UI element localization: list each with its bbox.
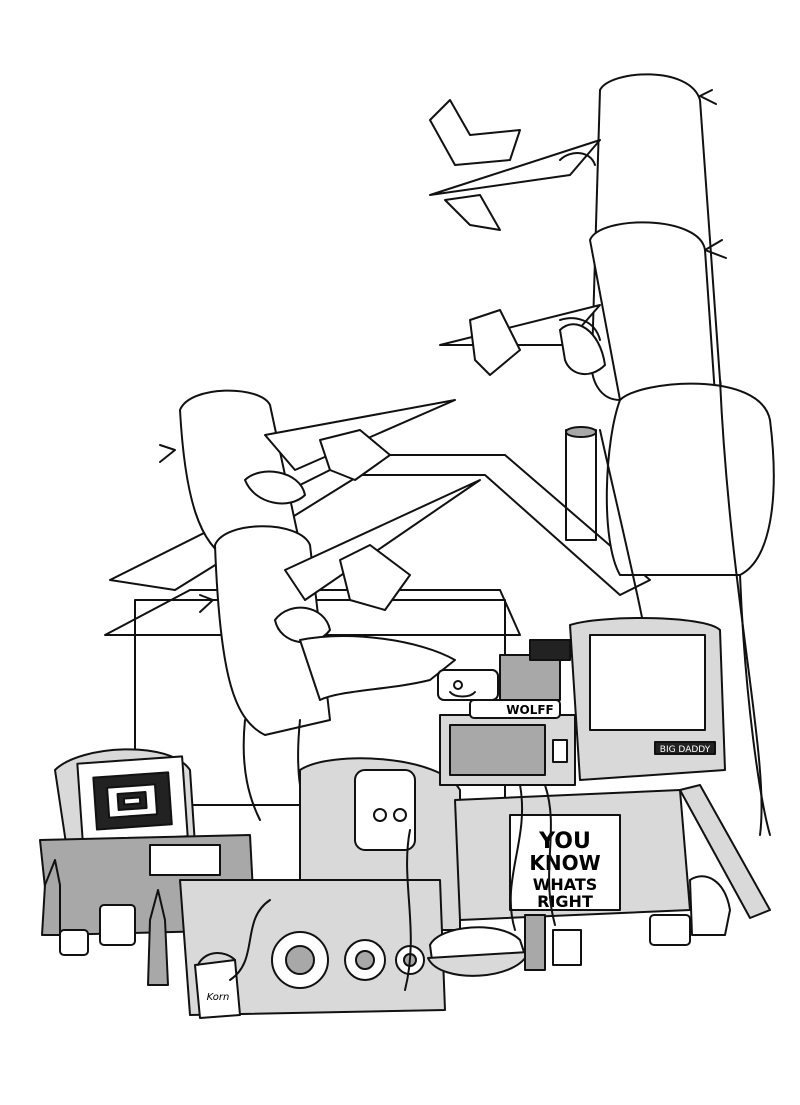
sign-text-1: YOU <box>538 829 591 854</box>
long-nose-1 <box>429 139 601 196</box>
toaster-oven: WOLFF <box>439 699 576 786</box>
house-chimney <box>565 429 597 541</box>
tv-set: BIG DADDY <box>569 617 726 781</box>
popcorn-bag-label: Korn <box>207 992 230 1003</box>
popcorn-bag: Korn <box>194 952 241 1019</box>
popcorn-bowl <box>427 926 529 977</box>
bottles-left <box>41 859 169 986</box>
cables <box>229 784 556 991</box>
figure-left <box>159 389 481 821</box>
sign-text-2: KNOW <box>529 851 600 875</box>
toaster-oven-label: WOLFF <box>506 703 553 717</box>
sign-text-4: RIGHT <box>537 892 593 911</box>
sign-panel <box>509 814 621 911</box>
leaning-board <box>679 784 771 919</box>
camcorder <box>437 639 571 701</box>
figure-top-right <box>429 73 775 836</box>
house-lower-roof <box>104 589 521 636</box>
sign-box: YOU KNOW WHATS RIGHT <box>454 789 691 921</box>
crt-monitor <box>39 748 256 936</box>
kitchen-items-right <box>524 875 731 971</box>
tv-brand-label: BIG DADDY <box>660 745 711 755</box>
long-nose-4 <box>284 479 481 601</box>
